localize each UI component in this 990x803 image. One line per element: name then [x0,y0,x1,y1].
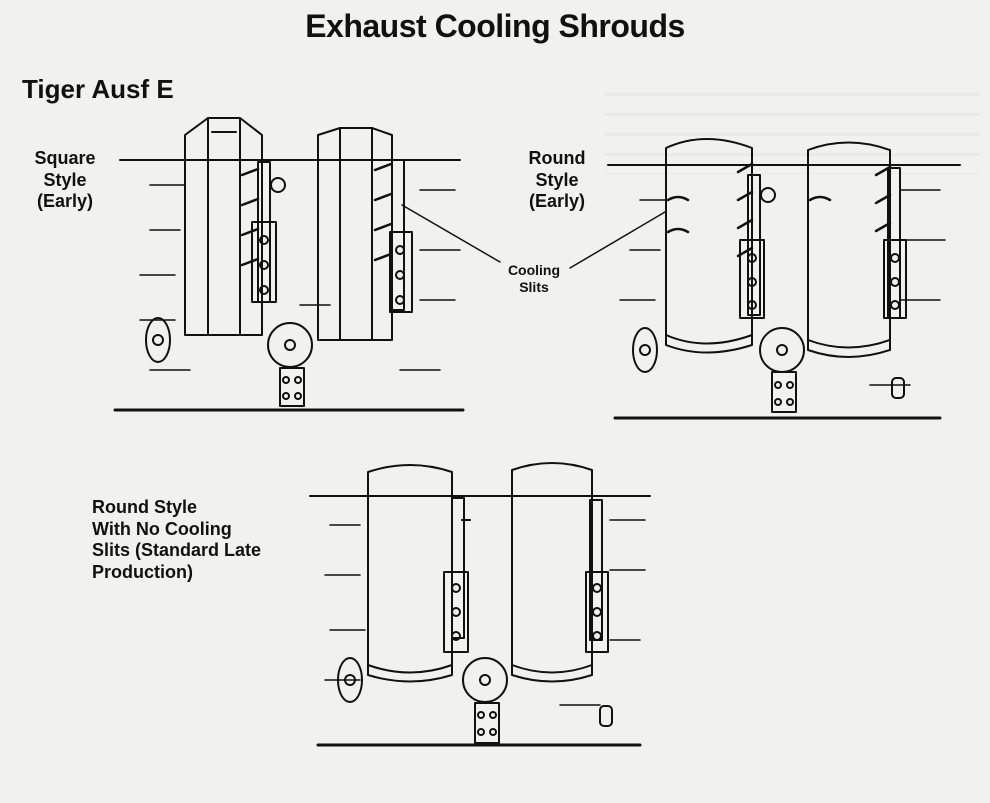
late-hull-fittings [337,657,613,744]
faint-bleedthrough-text [605,84,980,174]
late-shroud-right [511,462,609,683]
late-shroud-left [367,464,471,683]
round-style-illustration [607,138,961,420]
square-shroud-right [317,127,413,341]
square-style-illustration [113,117,465,412]
cooling-slits-leader-lines [401,204,666,269]
square-shroud-left [184,117,286,336]
late-round-style-label: Round Style With No Cooling Slits (Stand… [92,497,262,582]
round-hull-fittings [632,327,905,413]
round-shroud-left [665,138,776,354]
square-style-label: Square Style (Early) [34,148,96,212]
page-title: Exhaust Cooling Shrouds [305,8,685,44]
square-hull-fittings [145,317,313,407]
late-round-style-illustration [309,462,651,747]
cooling-slits-label: Cooling Slits [507,262,561,295]
round-style-label: Round Style (Early) [528,148,586,212]
page-subtitle: Tiger Ausf E [22,74,174,104]
round-shroud-right [807,141,907,358]
